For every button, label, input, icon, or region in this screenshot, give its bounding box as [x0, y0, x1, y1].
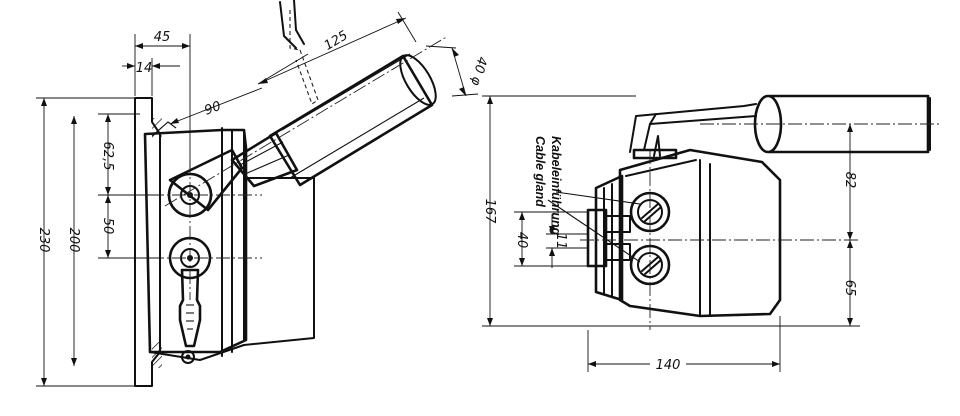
side-view: 45 14 125 40 φ [36, 0, 489, 387]
lever-handle [164, 0, 449, 207]
dim-11: 11 [546, 214, 588, 268]
dim-label-40phi: 40 φ [467, 55, 489, 88]
dim-label-82: 82 [842, 172, 857, 189]
dim-50: 50 [98, 195, 160, 259]
dim-label-62-5: 62,5 [100, 142, 115, 171]
dim-label-140: 140 [656, 358, 681, 373]
dim-label-50: 50 [100, 218, 115, 235]
dim-65: 65 [842, 240, 857, 326]
dim-200: 200 [66, 116, 81, 366]
dim-40phi: 40 φ [425, 45, 489, 97]
cable-glands [580, 150, 860, 330]
label-kabeleinfuehrung: Kabeleinführung [549, 136, 563, 236]
dim-label-14: 14 [136, 61, 153, 76]
cable-gland-labels: Kabeleinführung Cable gland [533, 136, 641, 263]
dim-45: 45 [134, 30, 191, 170]
dim-label-125: 125 [322, 28, 351, 54]
dim-label-40: 40 [514, 232, 529, 249]
front-view: Kabeleinführung Cable gland 167 40 [482, 94, 940, 373]
dim-230: 230 [36, 97, 134, 387]
dim-167: 167 [482, 95, 860, 327]
dim-label-200: 200 [66, 228, 81, 253]
dim-label-65: 65 [842, 280, 857, 297]
dim-40: 40 [514, 211, 588, 267]
dim-140: 140 [587, 316, 781, 373]
dim-62-5: 62,5 [98, 113, 160, 196]
dim-label-167: 167 [482, 199, 497, 225]
dim-90: 90 [169, 87, 263, 125]
label-cable-gland: Cable gland [533, 136, 547, 207]
dim-82: 82 [842, 124, 857, 240]
front-housing [594, 148, 782, 318]
handle-arm [629, 94, 940, 160]
dim-label-11: 11 [553, 233, 568, 250]
dim-label-45: 45 [154, 30, 171, 45]
dim-14: 14 [122, 58, 180, 96]
dim-label-90: 90 [202, 99, 223, 119]
dim-label-230: 230 [36, 228, 51, 253]
housing-body [143, 121, 315, 364]
